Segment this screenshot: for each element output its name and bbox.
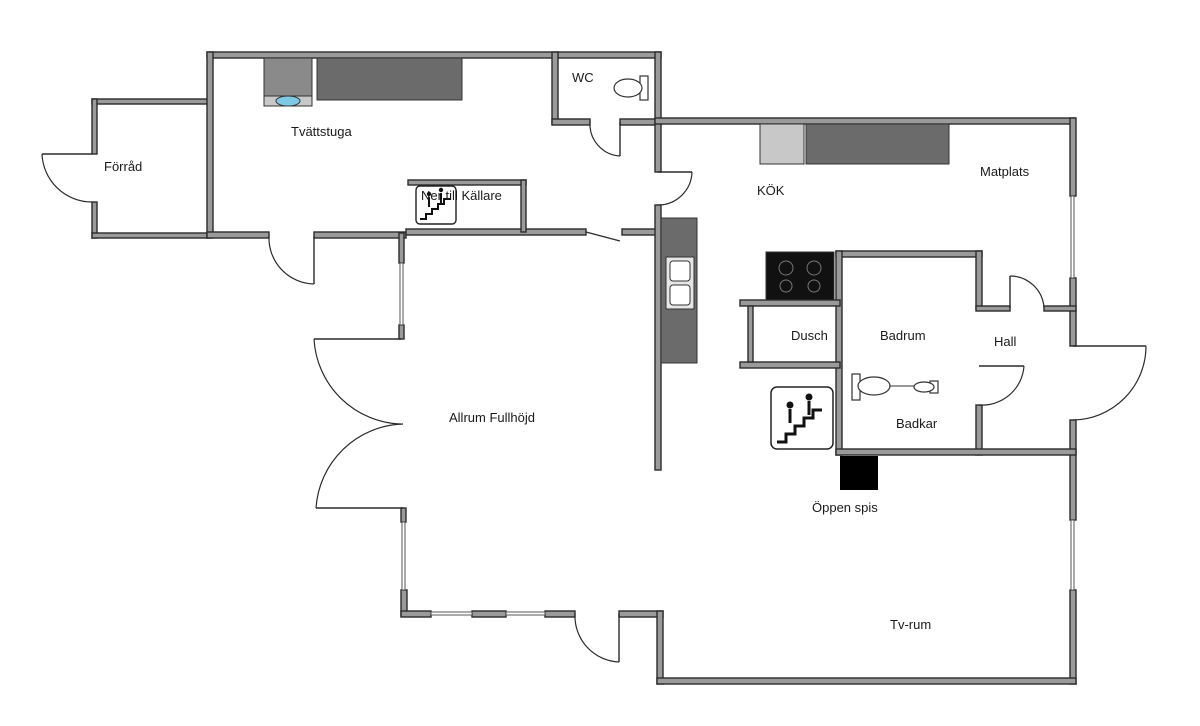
doors xyxy=(41,121,1147,663)
room-label-wc: WC xyxy=(572,70,594,85)
washing-machine-icon xyxy=(263,57,313,107)
laundry-counter xyxy=(316,57,463,101)
room-label-badkar: Badkar xyxy=(896,416,938,431)
room-label-tv-rum: Tv-rum xyxy=(890,617,931,632)
room-label-tvattstuga: Tvättstuga xyxy=(291,124,352,139)
stairs-icon xyxy=(770,386,834,450)
room-label-ner-till-kallare: Ner till Källare xyxy=(421,188,502,203)
room-label-hall: Hall xyxy=(994,334,1017,349)
room-label-kok: KÖK xyxy=(757,183,785,198)
toilet-icon xyxy=(613,75,649,101)
kitchen-counter-top xyxy=(805,123,950,165)
fireplace-icon xyxy=(840,456,878,490)
room-label-oppen-spis: Öppen spis xyxy=(812,500,878,515)
stove-icon xyxy=(765,251,835,301)
room-label-dusch: Dusch xyxy=(791,328,828,343)
walls xyxy=(91,51,1077,685)
windows xyxy=(399,195,1075,616)
bath-toilet-icon xyxy=(851,373,918,401)
room-label-badrum: Badrum xyxy=(880,328,926,343)
fridge xyxy=(759,123,805,165)
room-label-forrad: Förråd xyxy=(104,159,142,174)
bathtub-icon xyxy=(913,380,939,394)
room-label-allrum: Allrum Fullhöjd xyxy=(449,410,535,425)
stairs-icon xyxy=(415,185,457,225)
room-label-matplats: Matplats xyxy=(980,164,1030,179)
sink-icon xyxy=(665,256,695,310)
